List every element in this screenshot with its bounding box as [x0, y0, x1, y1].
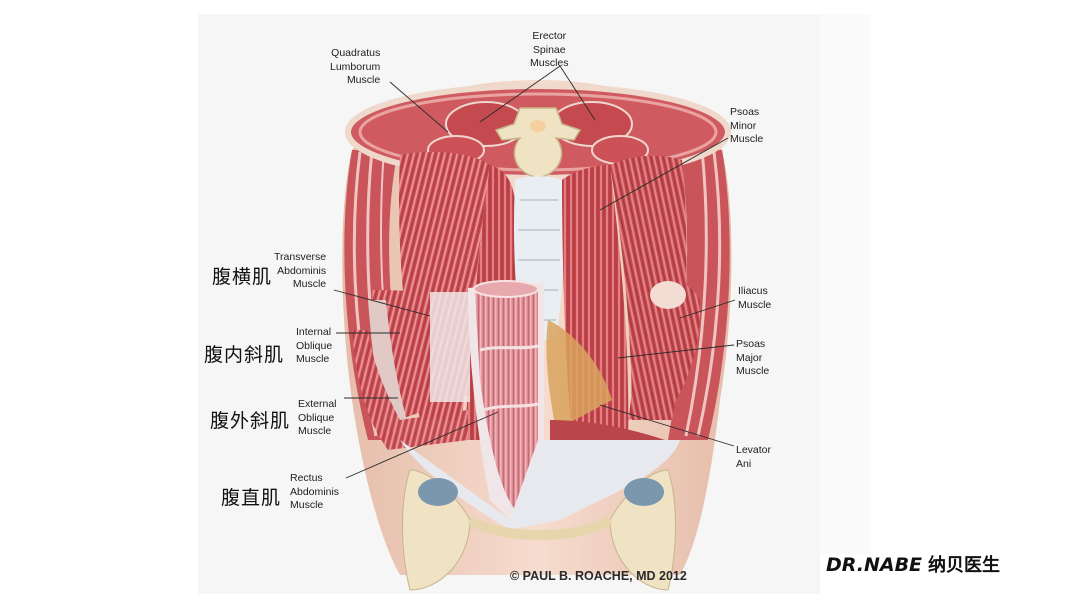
cn-label-rectus: 腹直肌 — [221, 487, 282, 509]
copyright-notice: © PAUL B. ROACHE, MD 2012 — [510, 569, 687, 583]
label-psoas-minor: Psoas Minor Muscle — [730, 106, 764, 145]
pelvic-viscera — [546, 320, 612, 430]
label-erector-spinae: Erector Spinae Muscles — [530, 30, 569, 69]
label-transverse-abdominis: Transverse Abdominis Muscle — [274, 251, 327, 290]
brand-latin: DR.NABE — [826, 554, 923, 576]
label-external-oblique: External Oblique Muscle — [298, 398, 337, 437]
label-psoas-major: Psoas Major Muscle — [736, 338, 770, 377]
leader-lines — [333, 65, 736, 479]
cn-label-internal-oblique: 腹内斜肌 — [204, 344, 285, 366]
iliacus-right — [628, 279, 701, 420]
label-quadratus-lumborum: Quadratus Lumborum Muscle — [330, 47, 381, 86]
rectus-abdominis — [475, 286, 538, 508]
external-oblique — [352, 330, 468, 450]
hip-joint-right — [624, 478, 664, 506]
cn-label-transverse: 腹横肌 — [212, 266, 273, 288]
label-levator-ani: Levator Ani — [736, 444, 772, 470]
cn-label-external-oblique: 腹外斜肌 — [210, 410, 291, 432]
panel-edge — [820, 14, 870, 554]
label-iliacus: Iliacus Muscle — [738, 285, 772, 311]
label-internal-oblique: Internal Oblique Muscle — [296, 326, 333, 365]
levator-ani — [550, 420, 665, 445]
internal-oblique — [368, 300, 410, 440]
inguinal-fascia — [400, 440, 680, 530]
label-rectus-abdominis: Rectus Abdominis Muscle — [290, 472, 340, 511]
brand-chinese: 纳贝医生 — [928, 555, 1001, 576]
hip-joint-left — [418, 478, 458, 506]
